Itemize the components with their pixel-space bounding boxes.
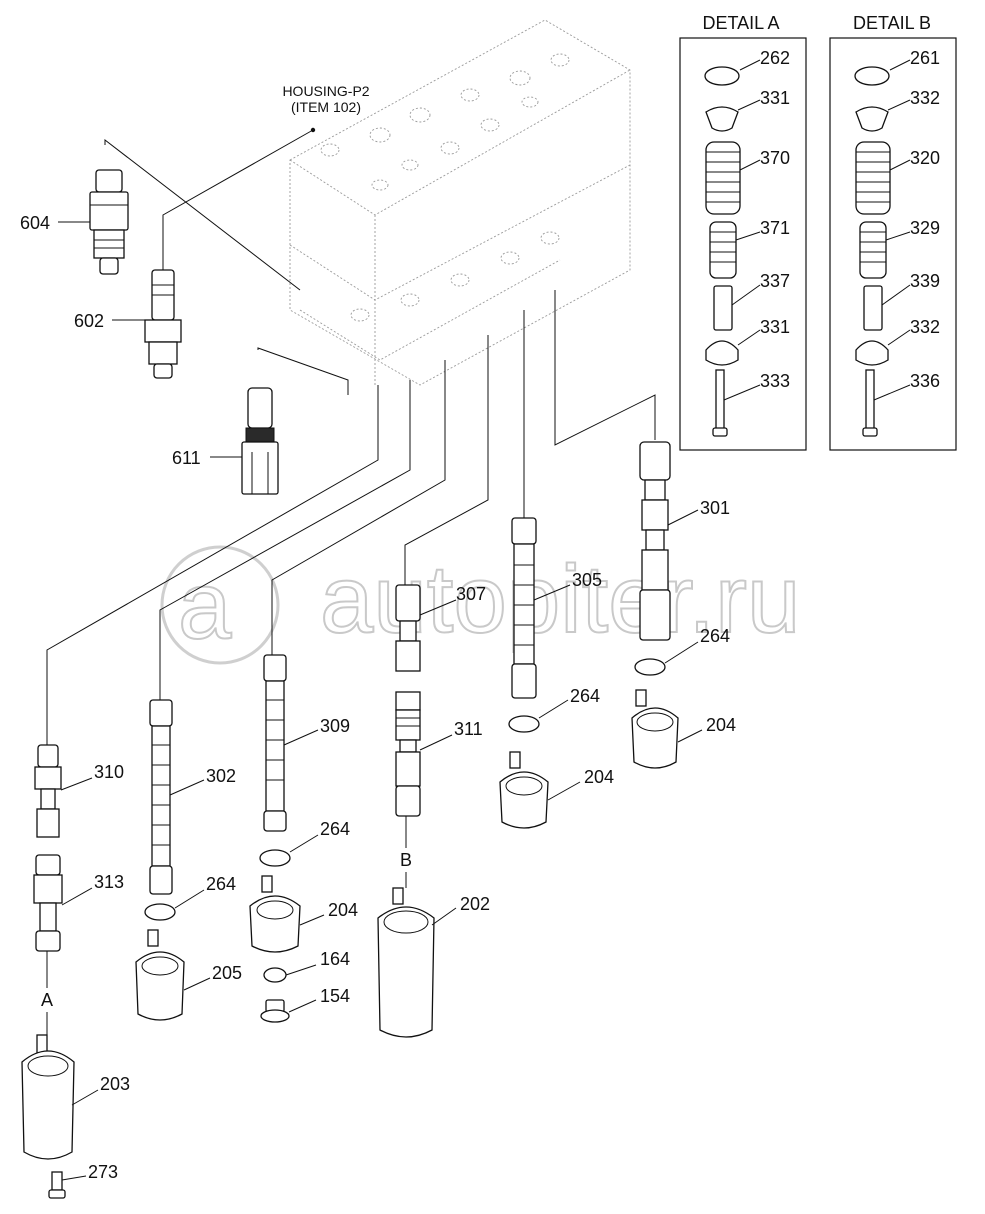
callout-602: 602 <box>74 311 104 331</box>
part-313 <box>33 854 63 952</box>
callout-204-a: 204 <box>706 715 736 735</box>
housing-outline <box>289 19 631 386</box>
part-311 <box>395 709 421 817</box>
detail-a-item-4: 371 <box>760 218 790 238</box>
part-264-ring-b <box>508 715 540 733</box>
housing-label-line1: HOUSING-P2 <box>282 83 369 99</box>
detail-a-item-5: 337 <box>760 271 790 291</box>
section-mark-a: A <box>41 990 53 1010</box>
part-154-plug <box>260 999 290 1023</box>
callout-264-d: 264 <box>206 874 236 894</box>
callout-204-c: 204 <box>328 900 358 920</box>
part-205-cap <box>135 929 185 1021</box>
detail-b-item-3: 320 <box>910 148 940 168</box>
part-204-cap-a <box>631 689 679 769</box>
part-602 <box>144 269 182 379</box>
watermark-ring <box>160 545 280 665</box>
callout-302: 302 <box>206 766 236 786</box>
detail-b-item-4: 329 <box>910 218 940 238</box>
callout-leaders <box>58 221 703 1181</box>
detail-b-panel: DETAIL B 261 332 <box>829 13 957 451</box>
callout-202: 202 <box>460 894 490 914</box>
callout-311: 311 <box>454 719 483 739</box>
detail-a-item-7: 333 <box>760 371 790 391</box>
part-307 <box>395 584 421 711</box>
detail-b-item-1: 261 <box>910 48 940 68</box>
part-273-bolt <box>48 1171 66 1199</box>
part-611 <box>241 387 279 495</box>
housing-label: HOUSING-P2 (ITEM 102) <box>282 83 370 133</box>
callout-309: 309 <box>320 716 350 736</box>
callout-611: 611 <box>172 448 201 468</box>
part-305 <box>511 517 537 699</box>
callout-307: 307 <box>456 584 486 604</box>
detail-a-frame <box>679 37 807 451</box>
housing-label-line2: (ITEM 102) <box>291 99 361 115</box>
part-204-cap-c <box>249 875 301 953</box>
callout-273: 273 <box>88 1162 118 1182</box>
detail-a-title: DETAIL A <box>702 13 779 33</box>
callout-604: 604 <box>20 213 50 233</box>
callout-203: 203 <box>100 1074 130 1094</box>
callout-204-b: 204 <box>584 767 614 787</box>
detail-a-item-1: 262 <box>760 48 790 68</box>
callout-301: 301 <box>700 498 730 518</box>
part-309 <box>263 654 287 832</box>
detail-b-title: DETAIL B <box>853 13 931 33</box>
part-164-ring <box>263 967 287 983</box>
part-310 <box>34 744 62 838</box>
callout-164: 164 <box>320 949 350 969</box>
detail-b-item-2: 332 <box>910 88 940 108</box>
detail-b-item-6: 332 <box>910 317 940 337</box>
section-mark-b: B <box>400 850 412 870</box>
part-202-cap <box>377 887 435 1038</box>
detail-a-item-6: 331 <box>760 317 790 337</box>
part-301 <box>639 441 671 641</box>
part-204-cap-b <box>499 751 549 829</box>
callout-313: 313 <box>94 872 124 892</box>
part-604 <box>89 169 129 275</box>
callout-154: 154 <box>320 986 350 1006</box>
detail-a-panel: DETAIL A <box>679 13 807 451</box>
callout-264-b: 264 <box>570 686 600 706</box>
part-264-ring-d <box>144 903 176 921</box>
part-264-ring-a <box>634 658 666 676</box>
assembly-leader-lines <box>46 129 656 745</box>
callout-305: 305 <box>572 570 602 590</box>
detail-a-item-3: 370 <box>760 148 790 168</box>
part-302 <box>149 699 173 895</box>
part-203-cap <box>21 1034 75 1160</box>
callout-264-c: 264 <box>320 819 350 839</box>
detail-b-item-5: 339 <box>910 271 940 291</box>
callout-264-a: 264 <box>700 626 730 646</box>
part-264-ring-c <box>259 849 291 867</box>
callout-310: 310 <box>94 762 124 782</box>
detail-b-item-7: 336 <box>910 371 940 391</box>
detail-b-frame <box>829 37 957 451</box>
detail-a-item-2: 331 <box>760 88 790 108</box>
watermark-mark: a <box>178 552 232 659</box>
callout-205: 205 <box>212 963 242 983</box>
